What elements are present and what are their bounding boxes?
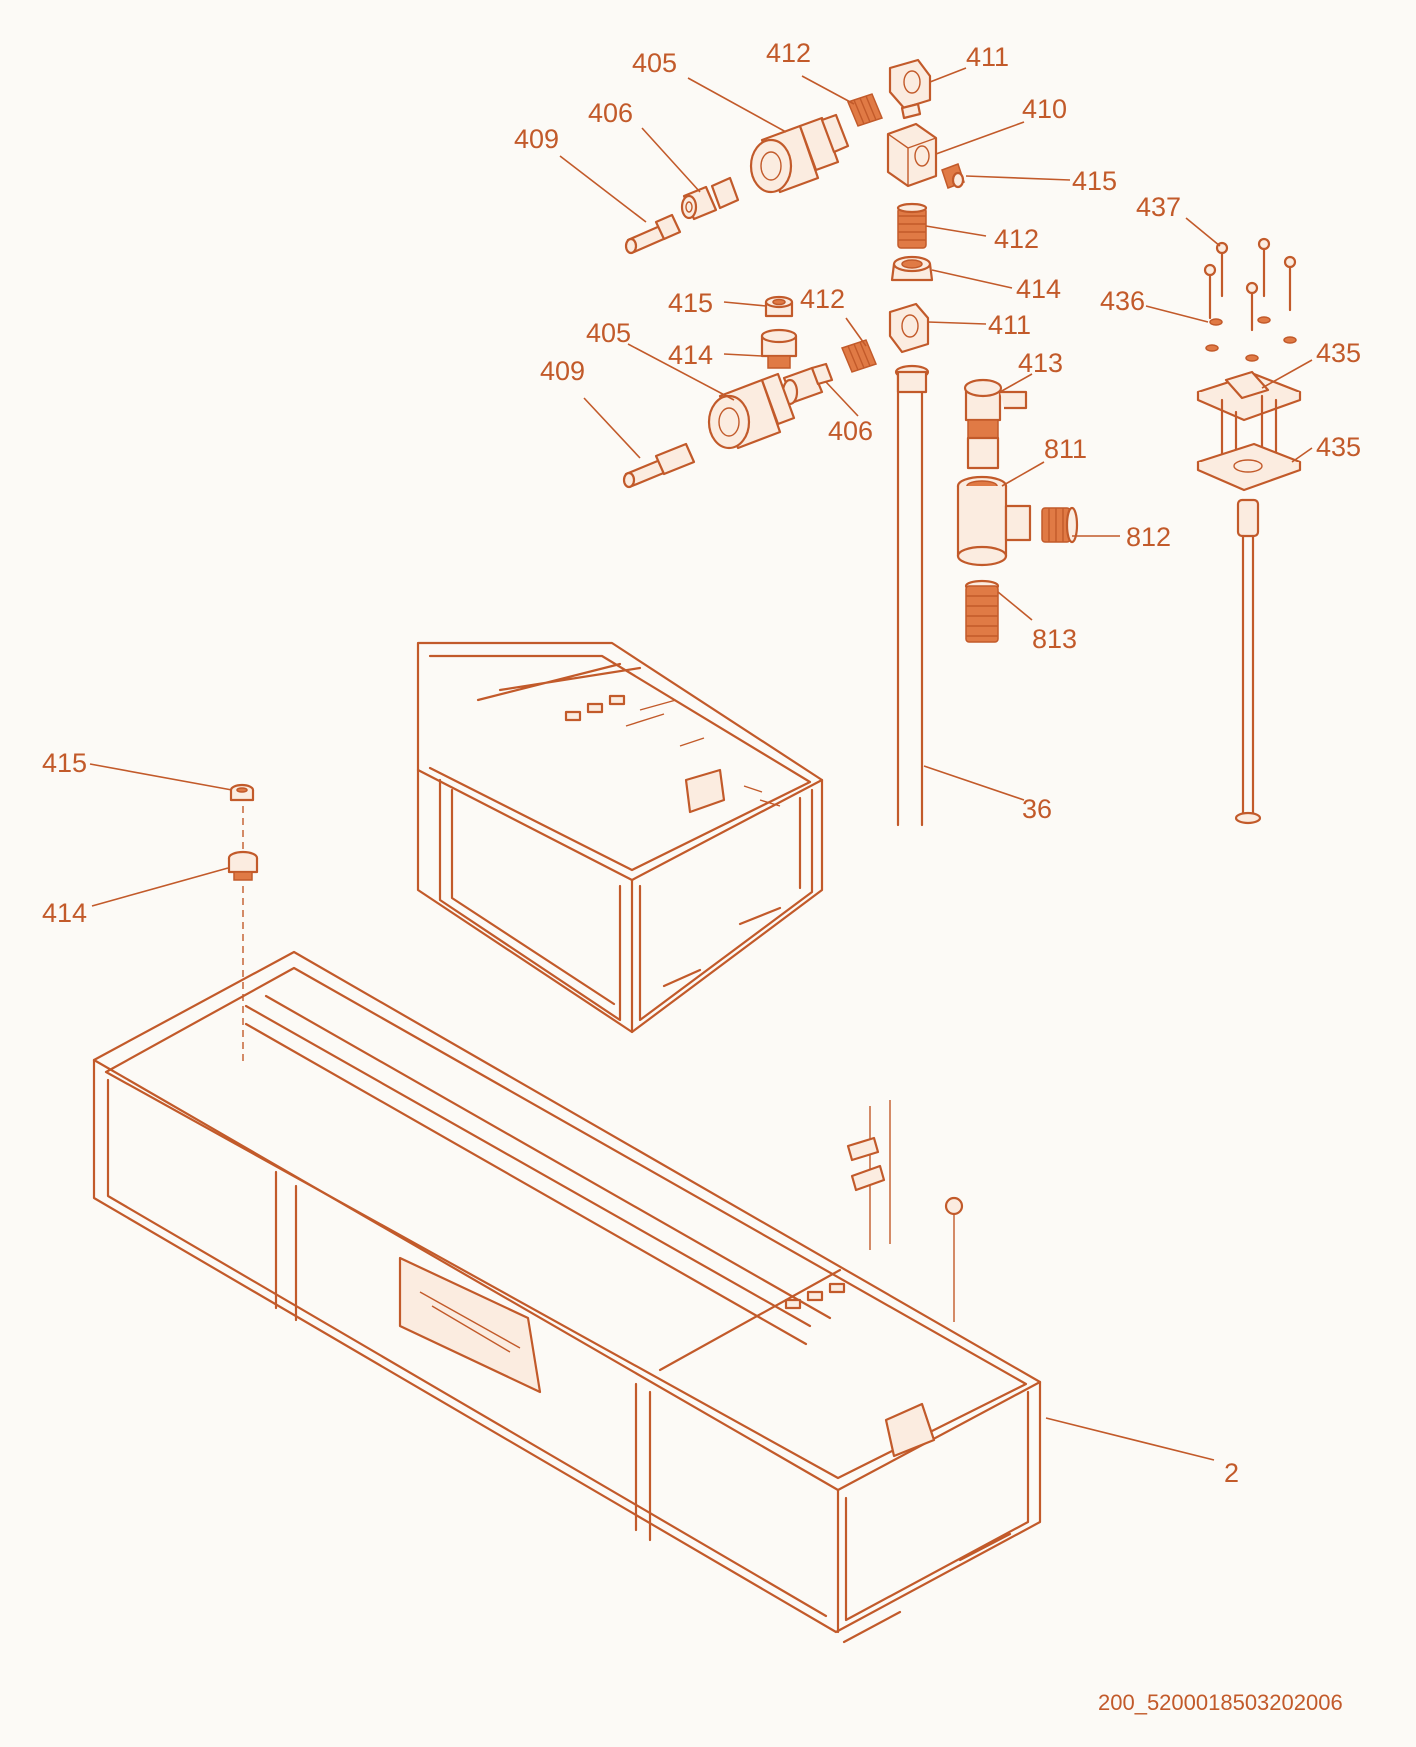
part-411-elbow-top (888, 58, 932, 120)
part-412-nipple-low (840, 339, 878, 373)
part-414-bushing-mid (890, 255, 934, 282)
callout-413: 413 (1018, 348, 1063, 378)
part-406-nut (680, 176, 740, 221)
document-id: 200_5200018503202006 (1098, 1690, 1343, 1715)
callout-405-low: 405 (586, 318, 631, 348)
part-410-tee (886, 122, 938, 188)
part-435-flange-top (1196, 370, 1302, 422)
callout-811: 811 (1044, 434, 1087, 464)
part-412-nipple-top (846, 93, 884, 127)
part-415-plug-mid (764, 295, 794, 318)
callout-414-low: 414 (668, 340, 713, 370)
callout-414-left: 414 (42, 898, 87, 928)
small-box-frame (416, 641, 824, 1034)
callout-406-top: 406 (588, 98, 633, 128)
callout-409-low: 409 (540, 356, 585, 386)
callout-labels: 405 412 411 406 410 409 415 437 412 414 … (42, 38, 1361, 1488)
long-base-frame (92, 950, 1042, 1644)
part-409-hose-barb-low (622, 442, 696, 489)
callout-812: 812 (1126, 522, 1171, 552)
part-813-nipple (964, 579, 1000, 643)
upper-fitting-assembly (622, 58, 965, 827)
part-412-nipple-mid (896, 202, 928, 249)
part-409-hose-barb (624, 213, 682, 255)
part-812-nipple (1041, 506, 1079, 544)
part-414-bushing-left (227, 850, 259, 881)
part-435-flange-low (1196, 394, 1302, 492)
callout-405-top: 405 (632, 48, 677, 78)
part-36-tube (894, 364, 930, 827)
callout-409-top: 409 (514, 124, 559, 154)
float-rod (1234, 498, 1262, 825)
part-811-tee (956, 475, 1032, 567)
tee-assembly (956, 378, 1079, 643)
part-405-coupling-low (707, 372, 796, 450)
part-406-nut-low (781, 362, 834, 406)
callout-406-low: 406 (828, 416, 873, 446)
callout-437: 437 (1136, 192, 1181, 222)
callout-412-low: 412 (800, 284, 845, 314)
callout-36: 36 (1022, 794, 1052, 824)
callout-412-mid: 412 (994, 224, 1039, 254)
part-405-coupling (749, 113, 850, 194)
callout-411-top: 411 (966, 42, 1009, 72)
part-414-bushing-low (760, 328, 798, 369)
callout-414-mid: 414 (1016, 274, 1061, 304)
callout-410: 410 (1022, 94, 1067, 124)
callout-435-low: 435 (1316, 432, 1361, 462)
part-413-valve (963, 378, 1028, 470)
float-switch-assembly (1196, 237, 1302, 825)
callout-2: 2 (1224, 1458, 1239, 1488)
part-437-screws (1203, 237, 1297, 332)
part-436-washers (1205, 316, 1297, 362)
callout-411-low: 411 (988, 310, 1031, 340)
callout-435-top: 435 (1316, 338, 1361, 368)
callout-415-mid: 415 (668, 288, 713, 318)
callout-813: 813 (1032, 624, 1077, 654)
callout-436: 436 (1100, 286, 1145, 316)
part-411-elbow-low (888, 302, 930, 354)
part-415-plug-left (229, 783, 255, 802)
callout-415-top: 415 (1072, 166, 1117, 196)
callout-412-top: 412 (766, 38, 811, 68)
part-415-plug-top (941, 163, 965, 189)
leader-lines (89, 67, 1313, 1461)
callout-415-left: 415 (42, 748, 87, 778)
